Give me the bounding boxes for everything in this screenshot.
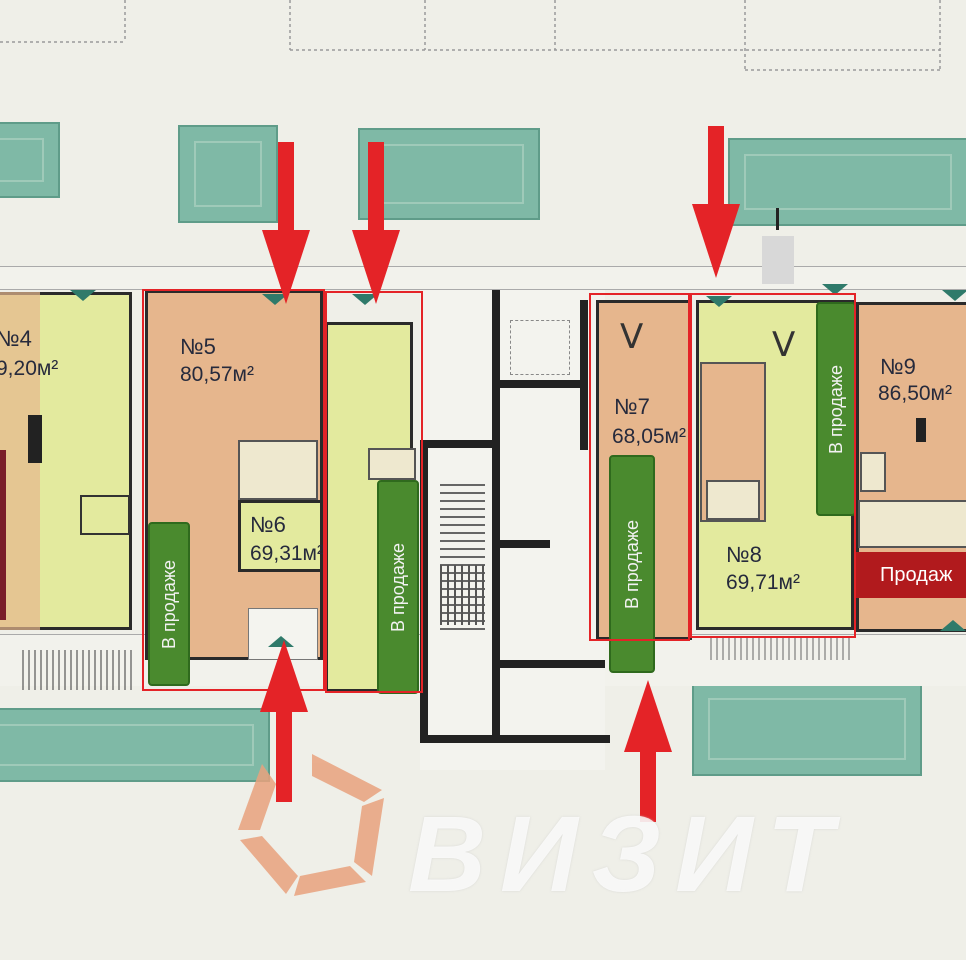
planter-top-3 <box>358 128 540 220</box>
unit-4-number: №4 <box>0 326 32 351</box>
door-marker-8 <box>940 620 966 631</box>
planter-bottom-1 <box>0 708 270 782</box>
stair-wall-3 <box>580 300 588 450</box>
arrow-up-unit-5 <box>260 640 308 802</box>
unit-4-wc <box>80 495 130 535</box>
planter-top-1 <box>0 122 60 198</box>
unit-4-area: 9,20м² <box>0 357 59 380</box>
planter-top-4 <box>728 138 966 226</box>
door-marker-3 <box>352 294 378 305</box>
facade-top <box>0 266 966 290</box>
top-grid <box>0 0 941 71</box>
entrance-gray-block <box>762 236 794 284</box>
staircase-steps-2 <box>440 565 485 625</box>
unit-7-number: №7 <box>614 394 650 419</box>
arrow-down-unit-8 <box>692 126 740 278</box>
unit-8-number: №8 <box>726 542 762 567</box>
unit-9-wc <box>860 452 886 492</box>
unit-8-tick: V <box>772 325 796 365</box>
door-marker-2 <box>262 294 288 305</box>
arrow-down-unit-6 <box>352 142 400 304</box>
arrow-up-unit-7 <box>624 680 672 822</box>
stair-wall-7 <box>420 735 610 743</box>
unit-4-sale-edge <box>0 450 6 620</box>
unit-7-area: 68,05м² <box>612 425 686 448</box>
unit-9-column <box>916 418 926 442</box>
entrance-post <box>776 208 779 230</box>
watermark-logo-icon <box>238 754 384 896</box>
stair-wall-2 <box>492 290 500 740</box>
highlight-unit-8 <box>690 293 856 638</box>
unit-9-service <box>858 500 966 548</box>
stairs-bottom-left <box>22 650 132 690</box>
highlight-unit-6 <box>325 291 423 693</box>
door-marker-1 <box>70 290 96 301</box>
stair-wall-1 <box>420 440 428 740</box>
unit-9-area: 86,50м² <box>878 382 952 405</box>
door-marker-4 <box>706 296 732 307</box>
unit-5-entrance <box>248 608 318 660</box>
stair-wall-8 <box>500 540 550 548</box>
planter-bottom-2 <box>692 682 922 776</box>
unit-6-area: 69,31м² <box>250 542 324 565</box>
unit-7-tick: V <box>620 317 644 357</box>
highlight-unit-5 <box>142 289 325 691</box>
unit-6-wc <box>368 448 416 480</box>
highlight-unit-7 <box>589 293 690 641</box>
unit-8-area: 69,71м² <box>726 571 800 594</box>
unit-6-number: №6 <box>250 512 286 537</box>
sale-banner-unit-7: В продаже <box>609 455 655 673</box>
stairs-bottom-right <box>710 636 850 660</box>
unit-5-area: 80,57м² <box>180 363 254 386</box>
arrow-down-unit-5 <box>262 142 310 304</box>
unit-5-number: №5 <box>180 334 216 359</box>
sale-banner-unit-9: Продаж <box>856 552 966 598</box>
unit-8-wc <box>706 480 760 520</box>
unit-9-number: №9 <box>880 354 916 379</box>
sale-banner-unit-5: В продаже <box>148 522 190 686</box>
stair-wall-4 <box>420 440 500 448</box>
watermark-text: ВИЗИТ <box>408 793 847 914</box>
unit-4-column <box>28 415 42 463</box>
door-marker-7 <box>268 636 294 647</box>
unit-5-service-room <box>238 440 318 500</box>
planter-top-2 <box>178 125 278 223</box>
stair-wall-5 <box>500 380 588 388</box>
door-marker-5 <box>822 284 848 295</box>
unit-6 <box>238 500 323 572</box>
stair-wall-6 <box>500 660 605 668</box>
door-marker-6 <box>942 290 966 301</box>
sale-banner-unit-6: В продаже <box>377 480 419 694</box>
stair-room <box>510 320 570 375</box>
